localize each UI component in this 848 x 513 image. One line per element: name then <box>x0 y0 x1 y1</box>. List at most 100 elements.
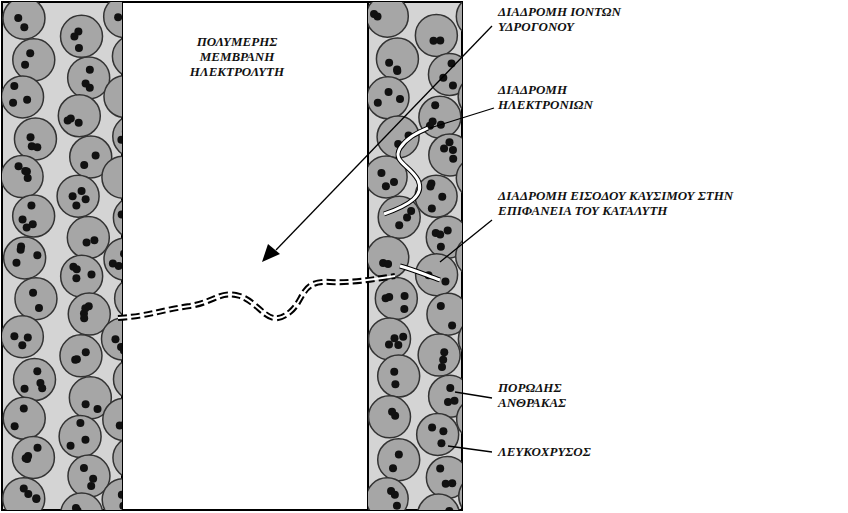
leader-line <box>276 26 492 250</box>
platinum-particle <box>78 187 86 195</box>
carbon-grain <box>12 436 54 478</box>
platinum-particle <box>24 174 32 182</box>
carbon-grain <box>378 196 420 238</box>
carbon-grain <box>14 359 56 401</box>
platinum-particle <box>431 101 439 109</box>
platinum-particle <box>10 332 18 340</box>
carbon-grain <box>57 175 99 217</box>
electron-path <box>384 128 428 214</box>
carbon-grain <box>104 2 122 38</box>
platinum-particle <box>24 334 32 342</box>
carbon-grain <box>58 95 100 137</box>
platinum-particle <box>439 356 447 364</box>
platinum-particle <box>439 427 447 435</box>
ion-path <box>118 276 395 318</box>
platinum-particle <box>385 340 393 348</box>
platinum-particle <box>23 96 31 104</box>
platinum-particle <box>20 23 28 31</box>
platinum-particle <box>89 475 97 483</box>
carbon-grain <box>67 217 109 259</box>
carbon-grain <box>61 493 103 510</box>
carbon-grain <box>375 277 417 319</box>
platinum-particle <box>122 212 123 220</box>
platinum-particle <box>34 444 42 452</box>
carbon-grain <box>368 318 410 360</box>
platinum-particle <box>115 262 122 270</box>
carbon-grain <box>456 157 462 199</box>
platinum-particle <box>120 421 122 429</box>
carbon-grain <box>59 415 101 457</box>
fuel-path <box>400 266 440 280</box>
platinum-particle <box>450 397 458 405</box>
platinum-particle <box>18 341 26 349</box>
platinum-particle <box>15 162 23 170</box>
platinum-particle <box>72 274 80 282</box>
platinum-particle <box>114 13 122 21</box>
carbon-grain <box>458 318 462 360</box>
platinum-particle <box>399 333 407 341</box>
platinum-particle <box>32 494 40 502</box>
carbon-grain <box>418 334 460 376</box>
carbon-grain <box>13 39 55 81</box>
carbon-grain <box>415 175 457 217</box>
platinum-particle <box>438 363 446 371</box>
platinum-particle <box>21 385 29 393</box>
platinum-particle <box>390 368 398 376</box>
platinum-particle <box>436 465 444 473</box>
carbon-grain <box>417 494 459 510</box>
leader-line <box>455 392 492 398</box>
platinum-particle <box>88 270 96 278</box>
carbon-grain <box>368 478 408 510</box>
platinum-particle <box>437 302 445 310</box>
platinum-particle <box>388 408 396 416</box>
platinum-particle <box>21 167 29 175</box>
platinum-particle <box>94 405 102 413</box>
platinum-particle <box>82 400 90 408</box>
callout-label: ΠΟΡΩΔΗΣ ΑΝΘΡΑΚΑΣ <box>498 380 593 410</box>
carbon-grain <box>456 2 462 37</box>
carbon-grain <box>459 475 462 510</box>
platinum-particle <box>67 442 75 450</box>
platinum-particle <box>400 305 408 313</box>
carbon-grain <box>104 76 122 118</box>
platinum-particle <box>33 143 41 151</box>
carbon-grain <box>61 15 103 57</box>
carbon-grain <box>456 235 462 277</box>
leader-line <box>430 108 494 128</box>
carbon-grain <box>103 398 122 440</box>
platinum-particle <box>33 251 41 259</box>
carbon-grains <box>2 2 122 510</box>
platinum-particle <box>10 82 18 90</box>
platinum-particle <box>22 454 30 462</box>
platinum-particle <box>81 436 89 444</box>
platinum-particle <box>82 195 90 203</box>
platinum-particle <box>448 479 456 487</box>
platinum-particle <box>9 99 17 107</box>
platinum-particle <box>117 136 122 144</box>
carbon-grain <box>4 237 46 279</box>
platinum-particle <box>403 213 411 221</box>
carbon-grain <box>427 293 462 335</box>
platinum-particle <box>401 292 409 300</box>
callout-label: ΔΙΑΔΡΟΜΗ ΕΙΣΟΔΟΥ ΚΑΥΣΙΜΟΥ ΣΤΗΝ ΕΠΙΦΑΝΕΙΑ… <box>498 188 778 218</box>
platinum-particle <box>69 192 77 200</box>
platinum-particle <box>20 405 28 413</box>
platinum-particle <box>111 335 119 343</box>
platinum-particle <box>370 10 378 18</box>
platinum-particle <box>446 384 454 392</box>
carbon-grain <box>378 355 420 397</box>
platinum-particle <box>444 226 452 234</box>
carbon-grain <box>102 479 122 510</box>
platinum-particle <box>87 482 95 490</box>
platinum-particle <box>448 322 456 330</box>
carbon-grain <box>429 134 462 176</box>
platinum-particle <box>72 201 80 209</box>
platinum-particle <box>11 422 19 430</box>
carbon-grain <box>68 57 110 99</box>
platinum-particle <box>67 114 75 122</box>
platinum-particle <box>21 61 29 69</box>
platinum-particle <box>83 238 91 246</box>
platinum-particle <box>82 80 90 88</box>
platinum-particle <box>385 59 393 67</box>
platinum-particle <box>387 487 395 495</box>
